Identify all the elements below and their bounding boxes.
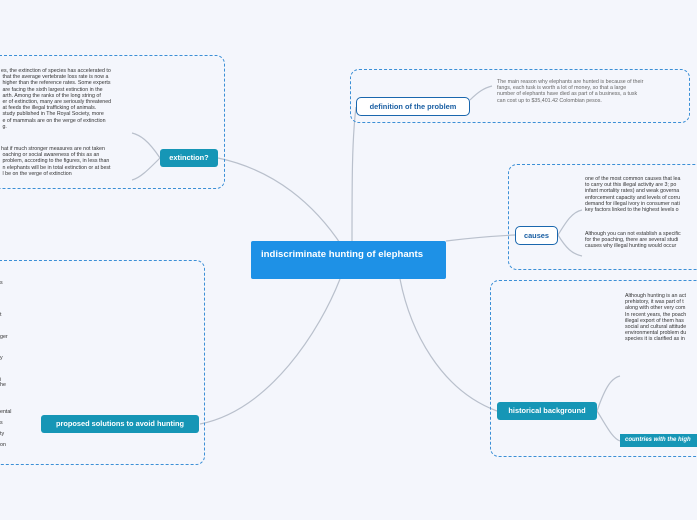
link-extinction	[217, 157, 343, 247]
link-definition	[351, 106, 357, 247]
solutions-text-line: s	[0, 280, 3, 286]
definition-group	[350, 69, 690, 123]
solutions-text-line	[0, 453, 14, 458]
link-extinction-text2	[131, 157, 161, 181]
historical-node[interactable]: historical background	[497, 402, 597, 420]
causes-text-1: one of the most common causes that lea t…	[585, 176, 681, 214]
link-causes-text1	[557, 209, 583, 236]
historical-group	[490, 280, 697, 457]
link-solutions	[199, 278, 341, 425]
link-definition-text	[469, 85, 493, 101]
solutions-text-line: ental	[0, 409, 12, 416]
solutions-text-line: he	[0, 382, 6, 389]
solutions-text-line: on	[0, 441, 6, 448]
solutions-text-line: ger	[0, 333, 8, 340]
link-historical-sub	[596, 410, 621, 442]
solutions-text-line: y	[0, 355, 3, 362]
causes-node[interactable]: causes	[515, 226, 558, 245]
solutions-text-line: s	[0, 420, 3, 427]
causes-text-2: Although you can not establish a specifi…	[585, 231, 681, 250]
definition-node[interactable]: definition of the problem	[356, 97, 470, 116]
link-causes-text2	[557, 234, 583, 257]
definition-text: The main reason why elephants are hunted…	[497, 79, 644, 104]
extinction-group	[0, 55, 225, 189]
extinction-node[interactable]: extinction?	[160, 149, 218, 167]
link-historical	[399, 278, 498, 412]
historical-text: Although hunting is an act prehistory, i…	[625, 293, 687, 343]
historical-sub-node[interactable]: countries with the high	[620, 434, 697, 447]
causes-group	[508, 164, 697, 270]
extinction-text-2: hat if much stronger measures are not ta…	[1, 146, 111, 177]
solutions-node[interactable]: proposed solutions to avoid hunting	[41, 415, 199, 433]
central-topic[interactable]: indiscriminate hunting of elephants	[251, 241, 446, 279]
extinction-text-1: es, the extinction of species has accele…	[1, 68, 112, 130]
link-historical-text	[596, 375, 621, 412]
solutions-text-line: ty	[0, 430, 5, 437]
solutions-text-line: t	[0, 312, 2, 319]
link-causes	[445, 234, 516, 242]
solutions-text-line: i	[0, 377, 2, 384]
solutions-group	[0, 260, 205, 465]
link-extinction-text1	[131, 132, 161, 159]
